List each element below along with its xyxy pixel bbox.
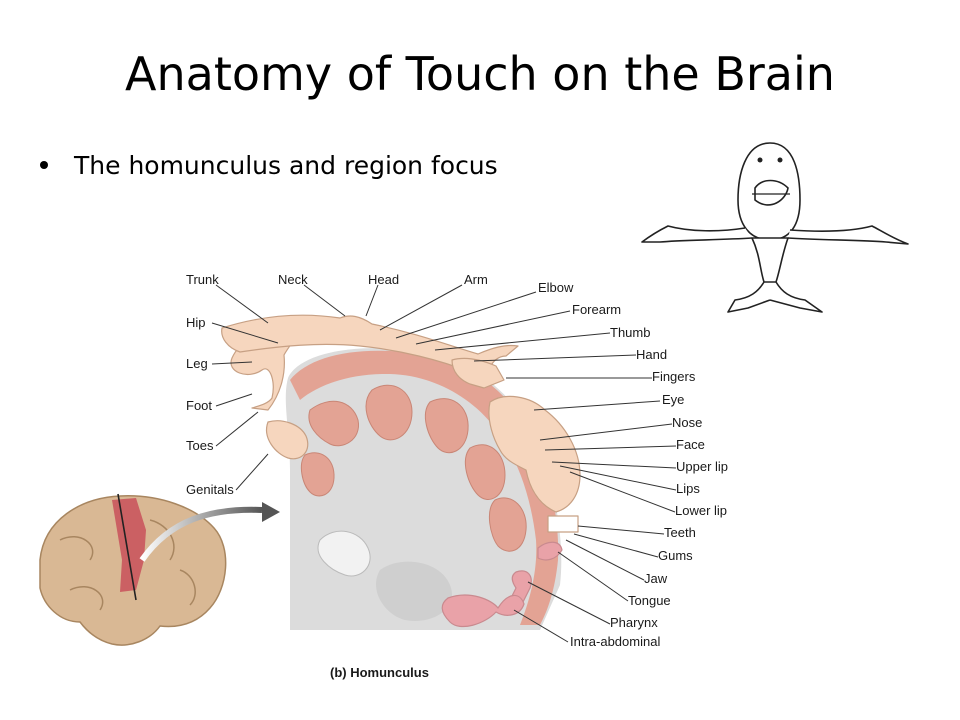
slide-title: Anatomy of Touch on the Brain [125,47,835,101]
gyrus-5 [488,497,527,552]
label-lips: Lips [676,481,700,496]
label-intra-abdominal: Intra-abdominal [570,634,660,649]
label-arm: Arm [464,272,488,287]
label-upper-lip: Upper lip [676,459,728,474]
body-teeth [547,515,579,533]
body-hand [451,357,505,389]
lateral-brain-folds [59,519,196,611]
label-teeth: Teeth [664,525,696,540]
sketch-torso [751,237,789,283]
bullet-dot [40,161,48,169]
label-elbow: Elbow [538,280,574,295]
label-hip: Hip [186,315,206,330]
label-face: Face [676,437,705,452]
label-forearm: Forearm [572,302,621,317]
gyrus-1 [308,400,359,447]
label-nose: Nose [672,415,702,430]
pointer-arrowhead [262,502,280,522]
lateral-brain [39,493,227,646]
sketch-eye-left [757,157,763,163]
label-thumb: Thumb [610,325,650,340]
sketch-mouth [754,179,789,206]
body-overlay [221,314,581,627]
label-hand: Hand [636,347,667,362]
gyrus-4 [465,444,506,500]
body-intra-abdominal [441,594,525,627]
sketch-eye-right [777,157,783,163]
figure-caption: (b) Homunculus [330,665,429,680]
label-neck: Neck [278,272,308,287]
label-lower-lip: Lower lip [675,503,727,518]
body-tongue [537,541,563,561]
lateral-brain-highlight [112,498,146,592]
label-fingers: Fingers [652,369,696,384]
bullet-item: The homunculus and region focus [40,146,498,186]
label-head: Head [368,272,399,287]
label-eye: Eye [662,392,684,407]
figure-labels: Trunk Neck Head Arm Elbow Forearm Thumb … [186,272,728,680]
pointer-arrow [139,506,263,562]
label-jaw: Jaw [644,571,668,586]
body-genitals [266,420,309,460]
deep-structure [376,561,452,621]
label-genitals: Genitals [186,482,234,497]
leader-lines [211,284,677,643]
label-foot: Foot [186,398,212,413]
gyrus-6 [300,452,335,497]
homunculus-sketch [641,142,909,313]
body-trunk-arm [221,314,519,373]
label-toes: Toes [186,438,214,453]
section-plane-line [117,493,137,601]
label-tongue: Tongue [628,593,671,608]
body-face [488,395,581,513]
gyrus-3 [425,398,469,453]
sketch-arms [641,225,909,245]
lateral-ventricle [317,530,371,577]
gyrus-2 [365,384,413,441]
label-leg: Leg [186,356,208,371]
label-trunk: Trunk [186,272,219,287]
label-gums: Gums [658,548,693,563]
bullet-text: The homunculus and region focus [74,151,498,180]
label-pharynx: Pharynx [610,615,658,630]
sketch-legs [727,281,823,313]
